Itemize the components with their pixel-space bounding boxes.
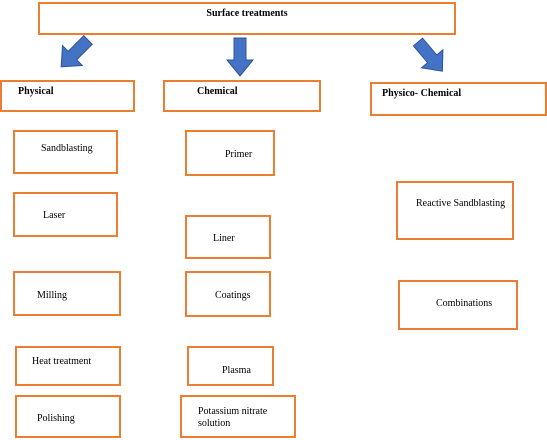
- title-box: Surface treatments: [38, 2, 456, 35]
- item-liner-label: Liner: [213, 233, 235, 244]
- category-physico-chemical-label: Physico- Chemical: [382, 88, 462, 99]
- item-potassium-nitrate-solution: Potassium nitrate solution: [180, 395, 296, 438]
- item-plasma: Plasma: [187, 346, 274, 386]
- item-polishing: Polishing: [15, 395, 121, 438]
- item-potassium-nitrate-solution-label: Potassium nitrate solution: [198, 406, 268, 429]
- item-primer-label: Primer: [225, 149, 253, 160]
- item-polishing-label: Polishing: [37, 413, 75, 424]
- category-chemical: Chemical: [163, 80, 321, 112]
- category-physico-chemical: Physico- Chemical: [370, 82, 547, 116]
- item-combinations-label: Combinations: [436, 298, 493, 309]
- item-sandblasting: Sandblasting: [13, 130, 118, 174]
- item-coatings: Coatings: [185, 271, 271, 317]
- item-coatings-label: Coatings: [215, 290, 251, 301]
- item-reactive-sandblasting: Reactive Sandblasting: [396, 181, 514, 240]
- item-heat-treatment-label: Heat treatment: [32, 356, 92, 367]
- arrow-to-physico-chemical: [412, 37, 444, 72]
- item-sandblasting-label: Sandblasting: [41, 143, 93, 154]
- category-physical-label: Physical: [18, 86, 54, 97]
- item-milling: Milling: [13, 271, 121, 316]
- item-plasma-label: Plasma: [222, 365, 251, 376]
- item-liner: Liner: [185, 215, 271, 259]
- item-milling-label: Milling: [37, 290, 68, 301]
- arrow-to-physical: [60, 35, 93, 68]
- item-reactive-sandblasting-label: Reactive Sandblasting: [416, 198, 506, 209]
- category-chemical-label: Chemical: [197, 86, 238, 97]
- item-laser: Laser: [13, 192, 118, 237]
- category-physical: Physical: [0, 80, 135, 112]
- title-text: Surface treatments: [206, 8, 288, 19]
- item-primer: Primer: [185, 130, 275, 176]
- item-combinations: Combinations: [398, 280, 518, 330]
- item-heat-treatment: Heat treatment: [15, 346, 121, 386]
- arrow-to-chemical: [225, 37, 255, 77]
- item-laser-label: Laser: [43, 210, 66, 221]
